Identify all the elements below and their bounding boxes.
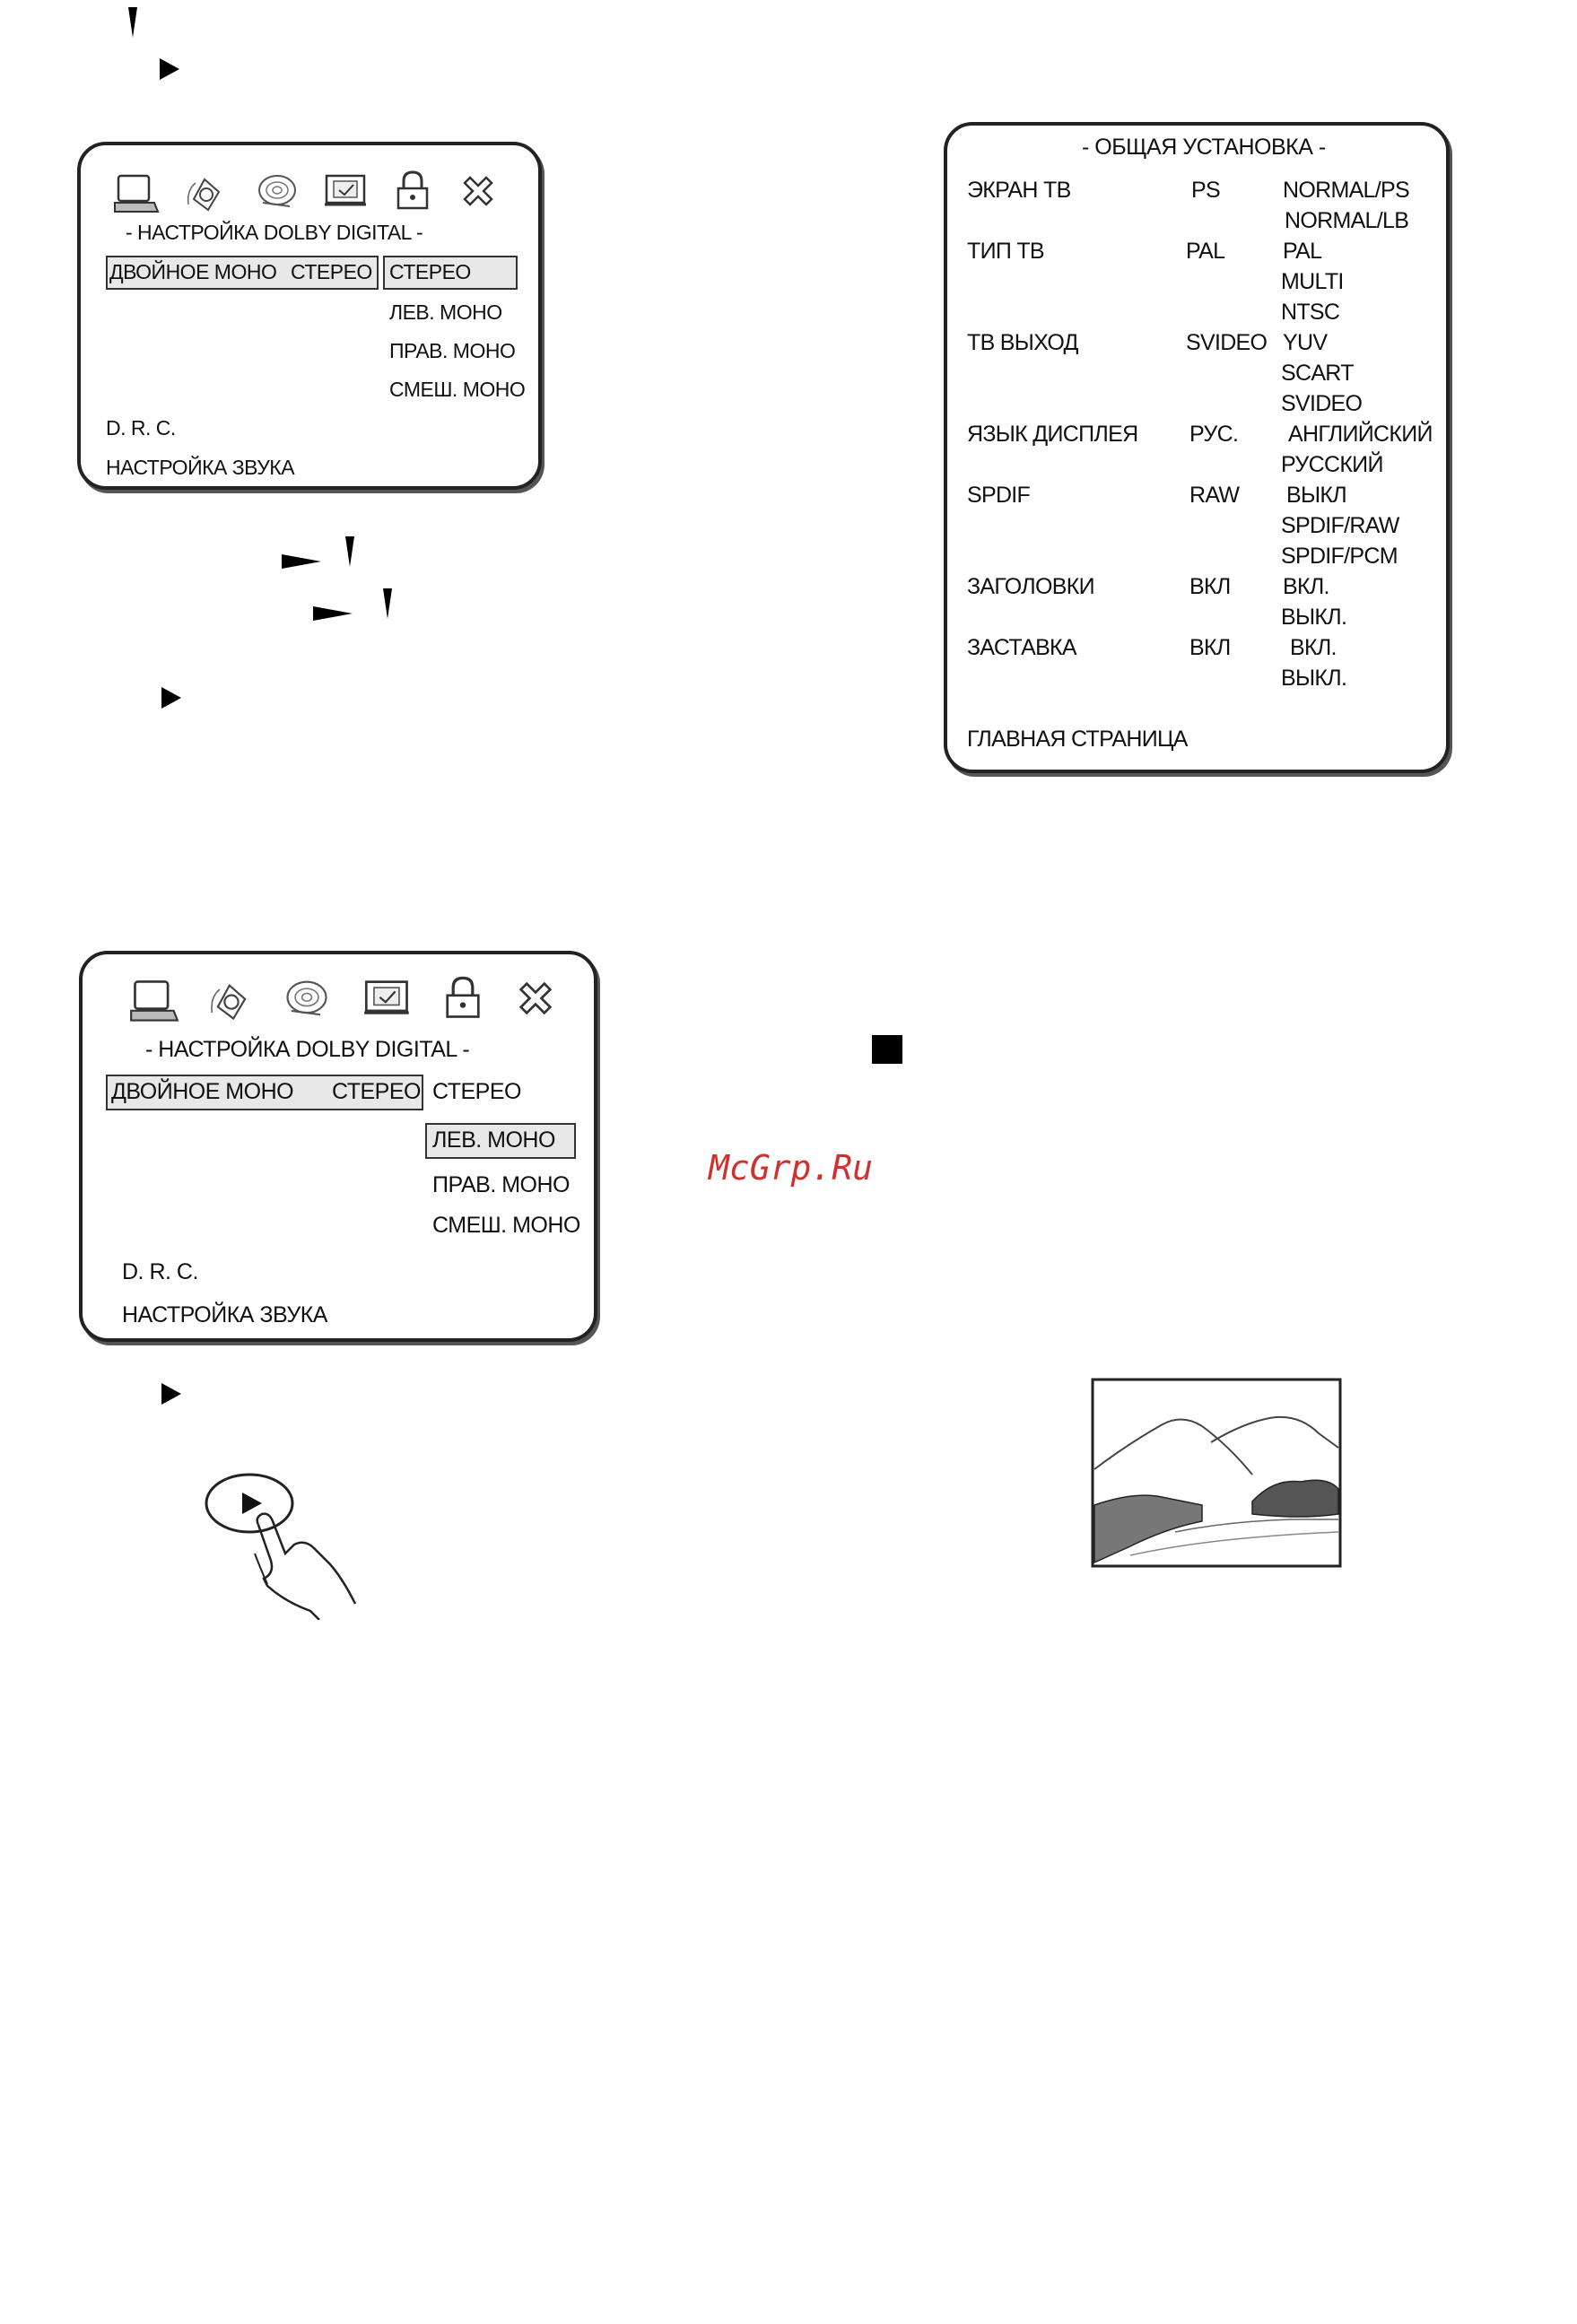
- setting-option[interactable]: NORMAL/LB: [1285, 208, 1409, 233]
- drc-item[interactable]: D. R. C.: [106, 416, 176, 440]
- setting-option[interactable]: АНГЛИЙСКИЙ: [1288, 422, 1433, 447]
- exit-icon: [518, 981, 553, 1015]
- option-left-mono[interactable]: ЛЕВ. МОНО: [432, 1127, 555, 1153]
- setting-label: ТВ ВЫХОД: [967, 330, 1078, 355]
- right-arrow-icon: [160, 58, 179, 80]
- down-arrow-icon: [345, 536, 354, 567]
- play-button-hand-icon: [205, 1473, 357, 1620]
- setting-option[interactable]: ВЫКЛ.: [1281, 666, 1347, 691]
- setting-option[interactable]: ВКЛ.: [1283, 574, 1329, 599]
- audio-disc-icon: [258, 175, 296, 207]
- setting-label: ТИП ТВ: [967, 239, 1045, 264]
- right-arrow-icon: [161, 1383, 181, 1405]
- tv-icon: [130, 980, 179, 1022]
- option-left-mono[interactable]: ЛЕВ. МОНО: [389, 300, 502, 324]
- right-arrow-icon: [161, 687, 181, 709]
- right-arrow-icon: [282, 554, 321, 569]
- setting-value: SVIDEO: [1186, 330, 1268, 355]
- audio-setup-item[interactable]: НАСТРОЙКА ЗВУКА: [122, 1302, 327, 1327]
- right-arrow-icon: [313, 606, 353, 621]
- down-arrow-icon: [128, 7, 137, 38]
- setting-option[interactable]: NORMAL/PS: [1283, 178, 1410, 203]
- setting-option[interactable]: РУССКИЙ: [1281, 452, 1383, 477]
- dual-mono-row-highlight[interactable]: [106, 256, 379, 290]
- monitor-icon: [364, 980, 409, 1014]
- setting-label: ЗАСТАВКА: [967, 635, 1077, 660]
- setting-value: RAW: [1189, 483, 1240, 508]
- setting-value: ВКЛ: [1189, 635, 1231, 660]
- menu-title: - НАСТРОЙКА DOLBY DIGITAL -: [126, 221, 423, 244]
- down-arrow-icon: [383, 588, 392, 619]
- dual-mono-row-highlight[interactable]: [106, 1075, 423, 1110]
- option-mixed-mono[interactable]: СМЕШ. МОНО: [389, 378, 526, 401]
- audio-disc-icon: [286, 980, 327, 1016]
- speaker-icon: [187, 178, 221, 212]
- speaker-icon: [211, 983, 247, 1021]
- monitor-icon: [325, 174, 366, 206]
- lock-icon: [396, 170, 429, 210]
- exit-icon: [463, 176, 493, 206]
- setting-option[interactable]: ВКЛ.: [1290, 635, 1337, 660]
- dual-mono-value: СТЕРЕО: [332, 1079, 421, 1104]
- setting-option[interactable]: YUV: [1283, 330, 1328, 355]
- setting-option[interactable]: SCART: [1281, 361, 1354, 386]
- selected-option-highlight[interactable]: [425, 1123, 576, 1159]
- setting-label: ЯЗЫК ДИСПЛЕЯ: [967, 422, 1138, 447]
- watermark: McGrp.Ru: [709, 1148, 874, 1188]
- dolby-menu-2: - НАСТРОЙКА DOLBY DIGITAL - ДВОЙНОЕ МОНО…: [79, 951, 597, 1342]
- general-setup-menu: - ОБЩАЯ УСТАНОВКА - ЭКРАН ТВ PS NORMAL/P…: [944, 122, 1450, 773]
- setting-value: PS: [1191, 178, 1221, 203]
- dual-mono-value: СТЕРЕО: [291, 260, 372, 283]
- dual-mono-label: ДВОЙНОЕ МОНО: [111, 1079, 294, 1104]
- audio-setup-item[interactable]: НАСТРОЙКА ЗВУКА: [106, 456, 295, 479]
- dolby-menu-1: - НАСТРОЙКА DOLBY DIGITAL - ДВОЙНОЕ МОНО…: [77, 142, 542, 490]
- selected-option-highlight[interactable]: [383, 256, 518, 290]
- setting-option[interactable]: SPDIF/RAW: [1281, 513, 1399, 538]
- option-right-mono[interactable]: ПРАВ. МОНО: [389, 339, 516, 362]
- landscape-picture: [1091, 1378, 1342, 1568]
- setting-label: ЭКРАН ТВ: [967, 178, 1071, 203]
- setting-option[interactable]: ВЫКЛ: [1286, 483, 1347, 508]
- option-mixed-mono[interactable]: СМЕШ. МОНО: [432, 1213, 580, 1238]
- stop-square-icon: [872, 1035, 902, 1064]
- drc-item[interactable]: D. R. C.: [122, 1259, 198, 1284]
- setting-option[interactable]: SPDIF/PCM: [1281, 544, 1398, 569]
- setting-option[interactable]: SVIDEO: [1281, 391, 1363, 416]
- option-stereo[interactable]: СТЕРЕО: [432, 1079, 521, 1104]
- option-right-mono[interactable]: ПРАВ. МОНО: [432, 1172, 570, 1197]
- dual-mono-label: ДВОЙНОЕ МОНО: [109, 260, 277, 283]
- lock-icon: [446, 976, 480, 1018]
- setting-option[interactable]: PAL: [1283, 239, 1322, 264]
- setting-value: РУС.: [1189, 422, 1239, 447]
- tv-icon: [114, 174, 160, 213]
- setting-option[interactable]: ВЫКЛ.: [1281, 605, 1347, 630]
- setting-option[interactable]: NTSC: [1281, 300, 1340, 325]
- setting-value: ВКЛ: [1189, 574, 1231, 599]
- setting-value: PAL: [1186, 239, 1225, 264]
- menu-title: - ОБЩАЯ УСТАНОВКА -: [1082, 135, 1326, 160]
- option-stereo[interactable]: СТЕРЕО: [389, 260, 471, 283]
- setting-label: ЗАГОЛОВКИ: [967, 574, 1095, 599]
- setting-label: SPDIF: [967, 483, 1031, 508]
- main-page-item[interactable]: ГЛАВНАЯ СТРАНИЦА: [967, 727, 1188, 752]
- setting-option[interactable]: MULTI: [1281, 269, 1344, 294]
- menu-title: - НАСТРОЙКА DOLBY DIGITAL -: [145, 1037, 470, 1062]
